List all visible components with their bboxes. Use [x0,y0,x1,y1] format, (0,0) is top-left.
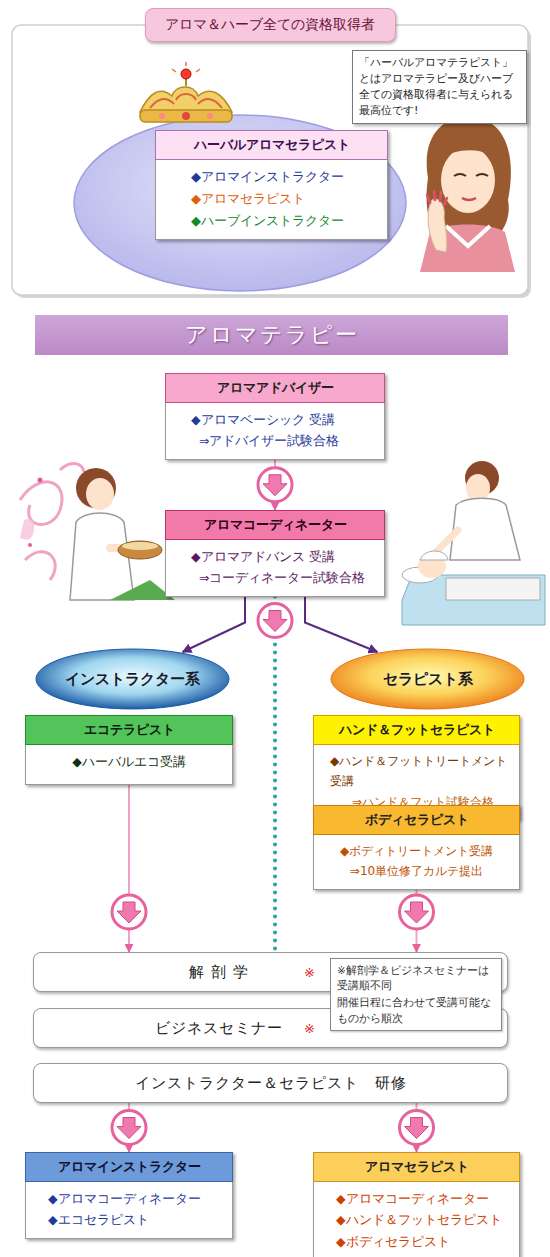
badge-ring [112,895,146,929]
box-heading: ハンド＆フットセラピスト [318,721,515,739]
box-body: ◆アロマコーディネーター◆ハンド＆フットセラピスト◆ボディセラピスト [313,1182,520,1257]
down-arrow-badge [112,1111,146,1145]
box-item: ◆ボディセラピスト [336,1231,513,1252]
badge-arrow [263,611,287,632]
badge-arrow [405,1118,429,1139]
top-qualification-box: ハーバルアロマセラピスト ◆アロマインストラクター◆アロマセラピスト◆ハーブインス… [155,130,388,240]
badge-arrow [405,902,429,923]
box-heading: アロマアドバイザー [170,379,380,397]
box-item: ◆ハーバルエコ受講 [32,751,226,772]
badge-ring [400,1111,434,1145]
arrow-connector [305,597,378,653]
box-item: ◆エコセラピスト [48,1209,226,1230]
lavender-ellipse [74,115,406,291]
box-header: ハーバルアロマセラピスト [155,130,388,160]
box-item: ◆ハンド＆フットセラピスト [336,1209,513,1230]
box-body: ◆ハーバルエコ受講 [25,745,233,785]
box-header: ボディセラピスト [313,805,520,835]
arrow-connector [183,597,246,653]
badge-arrow [117,902,141,923]
box-item: ⇒10単位修了カルテ提出 [320,861,513,881]
box-header: ハンド＆フットセラピスト [313,715,520,745]
box-heading: セラピスト系 [383,670,473,689]
box-item: ◆アロマコーディネーター [48,1188,226,1209]
qualification-box: アロマアドバイザー ◆アロマベーシック 受講⇒アドバイザー試験合格 [165,373,385,460]
box-body: ◆ボディトリートメント受講⇒10単位修了カルテ提出 [313,835,520,890]
crown-illustration [140,62,232,122]
woman-illustration [420,117,515,272]
box-heading: ボディセラピスト [318,811,515,829]
down-arrow-badge [258,468,292,502]
box-item: ◆アロマコーディネーター [336,1188,513,1209]
box-item: ◆アロマセラピスト [191,188,381,210]
box-item: ◆アロマベーシック 受講 [191,409,378,430]
badge-ring [258,604,292,638]
down-arrow-badge [112,895,146,929]
box-heading: インストラクター系 [65,670,200,689]
summary-panel: アロマ＆ハーブ全ての資格取得者ハーバルアロマセラピスト◆アロマインストラクター◆… [12,25,528,295]
badge-ring [258,468,292,502]
box-item: ◆アロマインストラクター [191,166,381,188]
therapist-illustration [402,461,545,625]
oval-fill [36,649,229,709]
badge-arrow [263,475,287,496]
box-header: アロマアドバイザー [165,373,385,403]
note-text: ※解剖学＆ビジネスセミナーは受講順不同 [337,963,495,993]
qualification-box: アロマコーディネーター ◆アロマアドバンス 受講⇒コーディネーター試験合格 [165,510,385,597]
note-mark: ※ [304,965,315,980]
course-name: インストラクター＆セラピスト 研修 [34,1074,507,1093]
box-item: ◆ハンド＆フットトリートメント受講 [330,751,513,792]
box-header: アロマセラピスト [313,1152,520,1182]
top-panel-frame [12,25,531,298]
note-mark: ※ [304,1021,315,1036]
panel-tab-title: アロマ＆ハーブ全ての資格取得者 [145,8,396,42]
section-band: アロマテラピー [35,315,508,355]
track-oval: インストラクター系 [35,648,230,710]
box-body: ◆アロマアドバンス 受講⇒コーディネーター試験合格 [165,540,385,597]
down-arrow-badge [258,604,292,638]
qualification-box: ボディセラピスト ◆ボディトリートメント受講⇒10単位修了カルテ提出 [313,805,520,890]
down-arrow-badge [400,1111,434,1145]
box-heading: アロマセラピスト [318,1158,515,1176]
box-body: ◆アロマベーシック 受講⇒アドバイザー試験合格 [165,403,385,460]
box-header: アロマコーディネーター [165,510,385,540]
speech-callout: 「ハーバルアロマテラピスト」とはアロマテラピー及びハーブ全ての資格取得者に与えら… [352,50,527,124]
track-oval: セラピスト系 [330,648,525,710]
box-heading: エコテラピスト [30,721,228,739]
box-body: ◆アロマコーディネーター◆エコセラピスト [25,1182,233,1239]
box-header: エコテラピスト [25,715,233,745]
dotted-connector [273,597,277,953]
qualification-box: エコテラピスト ◆ハーバルエコ受講 [25,715,233,785]
box-header: アロマインストラクター [25,1152,233,1182]
oval-fill [331,649,524,709]
badge-arrow [117,1118,141,1139]
box-item: ◆ハーブインストラクター [191,210,381,232]
qualification-box: アロマセラピスト ◆アロマコーディネーター◆ハンド＆フットセラピスト◆ボディセラピ… [313,1152,520,1257]
box-item: ⇒アドバイザー試験合格 [199,430,378,451]
box-item: ◆アロマアドバンス 受講 [191,546,378,567]
box-heading: 「ハーバルアロマテラピスト」とはアロマテラピー及びハーブ全ての資格取得者に与えら… [359,55,520,119]
note-text: 開催日程に合わせて受講可能なものから順次 [337,995,495,1025]
box-item: ⇒コーディネーター試験合格 [199,567,378,588]
badge-ring [112,1111,146,1145]
badge-ring [400,895,434,929]
box-heading: ハーバルアロマセラピスト [160,136,383,154]
box-heading: アロマインストラクター [30,1158,228,1176]
qualification-box: アロマインストラクター ◆アロマコーディネーター◆エコセラピスト [25,1152,233,1239]
box-item: ◆ボディトリートメント受講 [320,841,513,861]
box-heading: アロマテラピー [185,320,359,350]
nurse-illustration [20,463,175,600]
down-arrow-badge [400,895,434,929]
box-body: ◆アロマインストラクター◆アロマセラピスト◆ハーブインストラクター [155,160,388,240]
course-box: インストラクター＆セラピスト 研修 [33,1063,508,1103]
note-box: ※解剖学＆ビジネスセミナーは受講順不同開催日程に合わせて受講可能なものから順次 [330,958,502,1031]
box-heading: アロマコーディネーター [170,516,380,534]
